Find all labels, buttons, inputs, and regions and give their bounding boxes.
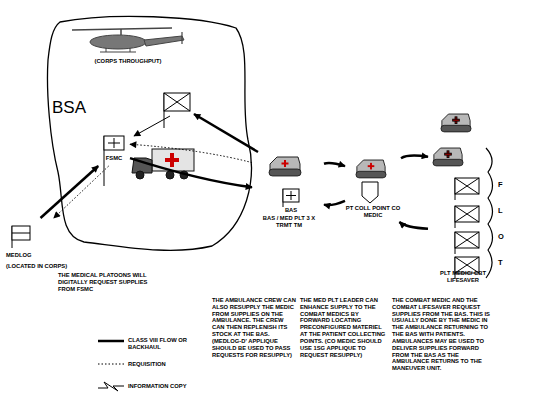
node-label: BAS / MED PLT 3 X TRMT TM — [261, 215, 317, 229]
unit-symbol: MEDLOG (LOCATED IN CORPS) — [4, 218, 86, 274]
collecting-point-symbol — [356, 160, 386, 203]
illustration-part — [90, 35, 146, 49]
note-text: THE MEDICAL PLATOONS WILL DIGITALLY REQU… — [58, 272, 156, 292]
illustration-part — [455, 206, 479, 222]
illustration-part — [98, 364, 124, 365]
legend-text: INFORMATION COPY — [128, 383, 190, 390]
supply-flow-arrow — [401, 156, 428, 159]
node-label: MEDLOG — [6, 252, 46, 259]
illustration-part — [165, 158, 179, 162]
illustration-part — [132, 158, 152, 173]
tasking-arrow — [134, 116, 170, 136]
area-outline-path — [47, 16, 251, 250]
node-label: BSA — [52, 98, 96, 118]
node-label: FSMC — [98, 155, 130, 162]
illustration-part — [108, 143, 120, 144]
illustration-part — [164, 93, 190, 111]
requisition-arrow — [54, 166, 109, 218]
supply-flow-arrow — [324, 201, 345, 205]
illustration-part — [136, 171, 144, 179]
illustration-part — [144, 36, 184, 46]
backhaul-arrow — [194, 114, 258, 152]
illustration-part — [100, 51, 136, 52]
note-text: THE MED PLT LEADER CAN ENHANCE SUPPLY TO… — [300, 297, 386, 358]
illustration-part — [455, 178, 479, 194]
illustration-part — [152, 149, 194, 171]
illustration-part — [120, 29, 122, 35]
legend-text: CLASS VIII FLOW OR BACKHAUL — [128, 337, 190, 351]
collecting-point: PT COLL POINT CO MEDIC — [345, 156, 401, 222]
flot-bracket — [486, 148, 493, 278]
illustration-part — [269, 157, 301, 176]
illustration-part — [180, 171, 188, 179]
medlog-flag — [12, 226, 30, 248]
node-label: (LOCATED IN CORPS) — [6, 263, 86, 270]
illustration-part — [130, 48, 131, 52]
helicopter — [72, 28, 184, 52]
illustration-part — [12, 233, 30, 234]
node-label: PT COLL POINT CO MEDIC — [345, 205, 401, 219]
supply-flow-arrow — [324, 163, 345, 166]
aircraft-node: (CORPS THROUGHPUT) — [66, 22, 190, 70]
illustration-part — [362, 182, 378, 203]
illustration-part — [283, 189, 299, 202]
supply-flow-arrow — [41, 166, 99, 218]
legend-samples — [98, 341, 124, 391]
illustration-part — [441, 114, 471, 132]
illustration-part — [104, 136, 124, 150]
illustration-part — [12, 226, 30, 240]
requisition-arrow — [130, 144, 252, 162]
supply-flow-arrow — [130, 158, 252, 187]
illustration-part — [286, 195, 296, 196]
unit-flag — [164, 93, 190, 128]
flot-units — [433, 114, 479, 279]
illustration-part — [166, 171, 174, 179]
illustration-part — [164, 93, 190, 111]
illustration-part — [106, 48, 107, 52]
illustration-part — [164, 93, 190, 111]
illustration-part — [455, 232, 479, 248]
ambulance-truck — [132, 149, 194, 179]
bas-symbol — [269, 157, 301, 207]
supply-flow-arrow — [399, 222, 428, 229]
illustration-part — [98, 382, 124, 391]
flot-group: F L O TPLT MEDIC/ CBT LIFESAVER — [428, 108, 510, 292]
illustration-part — [455, 206, 479, 222]
node-label: BAS — [279, 207, 303, 214]
note-text: THE AMBULANCE CREW CAN ALSO RESUPPLY THE… — [212, 297, 296, 358]
illustration-part — [455, 232, 479, 248]
illustration-part — [455, 178, 479, 194]
illustration-part — [356, 160, 386, 178]
illustration-part — [455, 206, 479, 222]
note-text: THE COMBAT MEDIC AND THE COMBAT LIFESAVE… — [392, 297, 492, 372]
node-label: (CORPS THROUGHPUT) — [88, 58, 168, 65]
illustration-part — [98, 340, 124, 343]
area-outline: BSA (CORPS THROUGHPUT) FSMC — [42, 12, 254, 255]
legend-text: REQUISITION — [128, 361, 190, 368]
illustration-part — [72, 28, 172, 30]
unit-symbol: FSMC — [98, 132, 130, 166]
area-outline-shape — [42, 12, 254, 255]
illustration-part — [455, 178, 479, 194]
node-label: F L O T — [498, 172, 506, 276]
illustration-part — [433, 148, 463, 166]
illustration-part — [455, 232, 479, 248]
node-label: PLT MEDIC/ CBT LIFESAVER — [430, 270, 496, 284]
illustration-part — [181, 32, 182, 44]
unit-symbol: BASBAS / MED PLT 3 X TRMT TM — [252, 152, 324, 232]
